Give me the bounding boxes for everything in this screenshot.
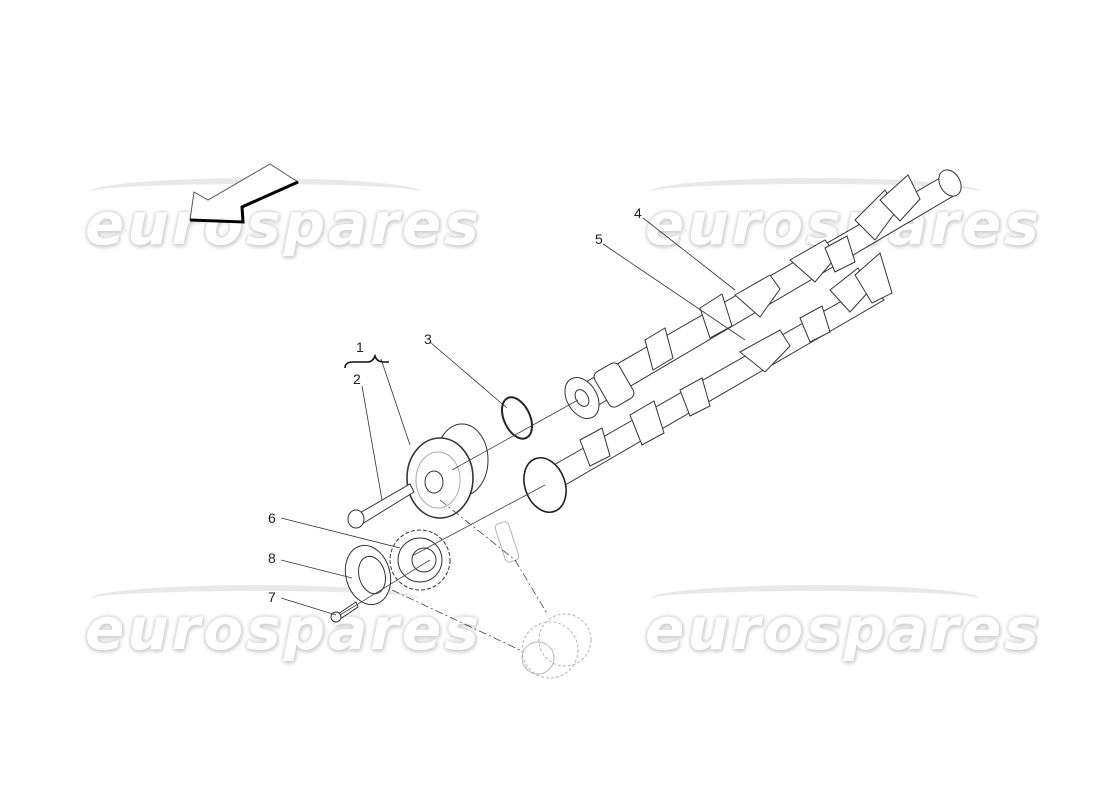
camshaft-phaser	[406, 423, 489, 519]
callout-6[interactable]: 6	[268, 510, 276, 526]
callout-7[interactable]: 7	[268, 589, 276, 605]
watermark-swoosh	[650, 178, 980, 206]
watermark-swoosh	[90, 585, 420, 613]
o-ring	[500, 396, 534, 440]
assembly-axes	[339, 399, 579, 651]
watermark-top-left: eurospares	[85, 190, 482, 258]
watermark-swoosh	[650, 585, 980, 613]
callout-3[interactable]: 3	[424, 331, 432, 347]
group-brace	[344, 353, 389, 369]
ghost-chain	[494, 521, 592, 679]
camshaft-intake	[564, 169, 962, 419]
arrow-down-left-icon	[189, 163, 300, 224]
bolt	[347, 483, 415, 529]
leader-lines	[280, 217, 746, 616]
callout-2[interactable]: 2	[353, 371, 361, 387]
timing-gear	[389, 529, 451, 591]
callout-4[interactable]: 4	[634, 205, 642, 221]
callout-1[interactable]: 1	[356, 339, 364, 355]
watermark-bottom-right: eurospares	[645, 595, 1042, 663]
callout-8[interactable]: 8	[268, 550, 276, 566]
watermark-bottom-left: eurospares	[85, 595, 482, 663]
flange-plate	[344, 544, 392, 606]
callout-5[interactable]: 5	[595, 231, 603, 247]
